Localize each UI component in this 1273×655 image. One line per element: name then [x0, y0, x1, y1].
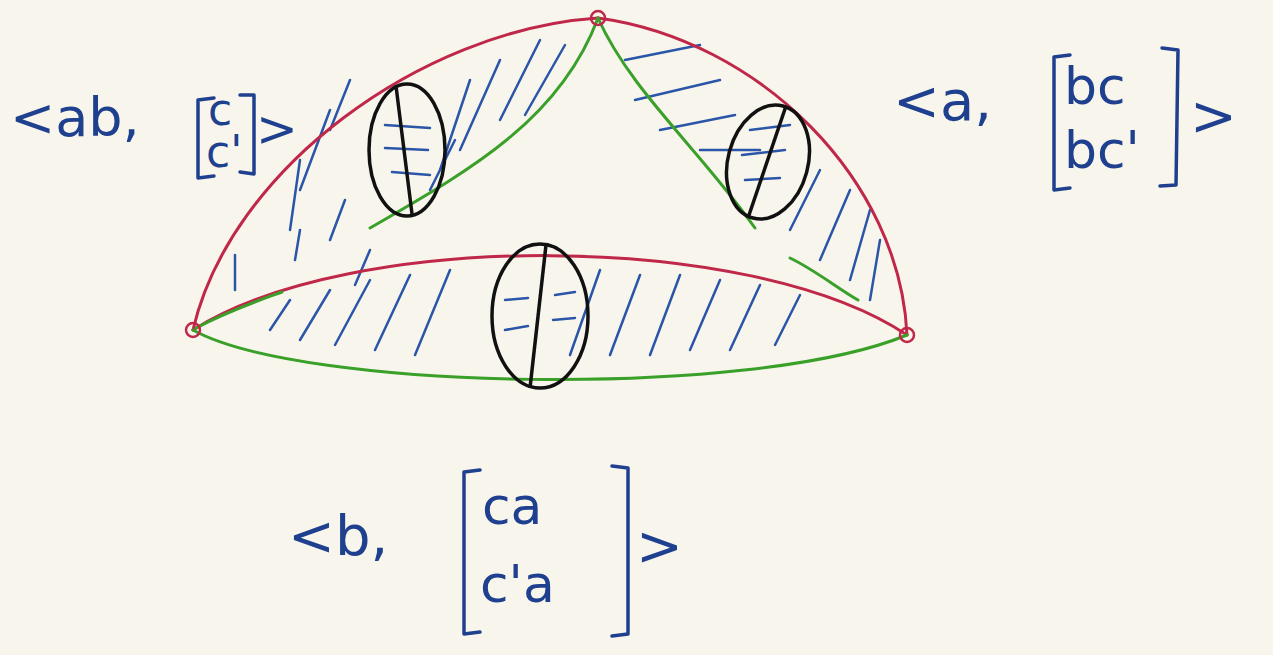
green-curve [790, 258, 858, 300]
oval [369, 84, 445, 216]
oval [492, 244, 588, 388]
matrix-entry: c'a [480, 556, 555, 613]
green-curve [196, 292, 282, 328]
vertex [186, 323, 200, 337]
angle-open: <a, [893, 70, 992, 132]
angle-open: <ab, [10, 88, 140, 147]
matrix-entry: bc' [1064, 122, 1140, 179]
matrix-entry: c' [206, 128, 242, 176]
oval-chord [530, 245, 546, 388]
red-arc [598, 18, 907, 335]
bracket [464, 470, 480, 634]
oval-chord [396, 86, 412, 214]
angle-close: > [256, 102, 298, 157]
green-curve [193, 330, 907, 380]
angle-close: > [636, 515, 683, 577]
matrix-entry: ca [482, 478, 542, 535]
oval-chord [748, 106, 786, 218]
angle-close: > [1190, 85, 1237, 147]
matrix-entry: bc [1064, 58, 1126, 115]
red-arc [193, 18, 598, 330]
bracket [1160, 48, 1178, 186]
vertex [591, 11, 605, 25]
red-arc [193, 256, 907, 335]
angle-open: <b, [288, 505, 388, 567]
green-curve [370, 18, 598, 228]
bracket [612, 466, 628, 636]
oval [714, 96, 821, 229]
vertex [900, 328, 914, 342]
